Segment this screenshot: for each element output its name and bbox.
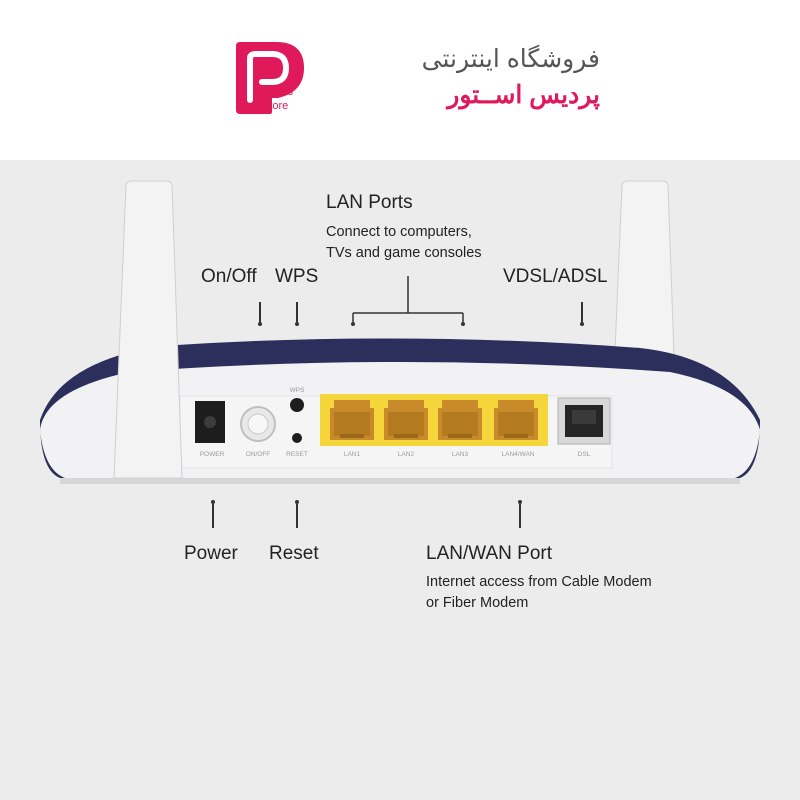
logo-text-pardis: Pardis [262,86,294,98]
label-vdsl-adsl: VDSL/ADSL [503,266,608,287]
leader-dot-reset [295,500,299,504]
label-lan-ports-desc-2: TVs and game consoles [326,245,482,261]
label-lan-wan-port: LAN/WAN Port [426,543,552,564]
label-wps: WPS [275,266,319,287]
device-label-lan4-wan: LAN4/WAN [502,451,535,458]
lan-port-2 [384,400,428,440]
device-label-wps: WPS [290,387,305,394]
leader-dot-on-off [258,322,262,326]
lan-port-1 [330,400,374,440]
device-label-lan1: LAN1 [344,451,361,458]
store-name-line1: فروشگاه اینترنتی [421,45,600,73]
leader-lan-wan [519,504,521,528]
device-label-power: POWER [200,451,225,458]
store-name-line2: پردیس اســتور [447,81,600,109]
left-antenna [113,180,183,479]
label-lan-wan-desc-2: or Fiber Modem [426,595,529,611]
leader-vdsl [581,302,583,322]
reset-pinhole [292,433,302,443]
lan-port-3 [438,400,482,440]
device-label-lan2: LAN2 [398,451,415,458]
lan-wan-port-4 [494,400,538,440]
logo-text-store: Store [262,100,289,112]
label-lan-ports: LAN Ports [326,192,413,213]
leader-power [212,504,214,528]
leader-dot-vdsl [580,322,584,326]
device-label-lan3: LAN3 [452,451,469,458]
leader-dot-wps [295,322,299,326]
label-power: Power [184,543,238,564]
leader-reset [296,504,298,528]
label-on-off: On/Off [201,266,257,287]
wps-button [290,398,304,412]
label-lan-wan-desc-1: Internet access from Cable Modem [426,574,652,590]
leader-dot-lan-wan [518,500,522,504]
leader-wps [296,302,298,322]
label-lan-ports-desc-1: Connect to computers, [326,224,472,240]
lan-ports-bracket [352,276,464,322]
device-label-reset: RESET [286,451,308,458]
pardis-store-logo-icon [236,42,304,114]
label-reset: Reset [269,543,319,564]
leader-on-off [259,302,261,322]
leader-dot-power [211,500,215,504]
device-label-on-off: ON/OFF [246,451,271,458]
device-label-dsl: DSL [578,451,591,458]
